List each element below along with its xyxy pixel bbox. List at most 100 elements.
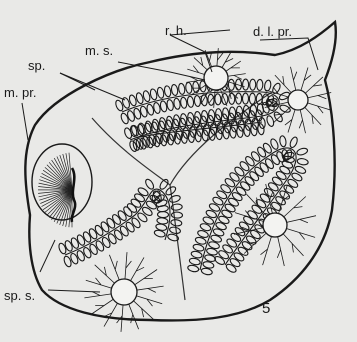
organ-lobe <box>164 85 172 97</box>
organ-lobe <box>191 250 203 259</box>
organ-lobe <box>239 180 251 192</box>
spiral-organs <box>58 79 309 276</box>
organ-lobe <box>185 82 192 94</box>
organ-lobe <box>144 178 155 190</box>
organ-lobe <box>266 115 275 127</box>
organ-lobe <box>202 261 214 269</box>
organ-lobe <box>200 116 207 128</box>
organ-lobe <box>156 87 164 99</box>
organ-lobe <box>273 111 284 123</box>
organ-lobe <box>88 243 98 256</box>
organ-lobe <box>208 94 215 105</box>
organ-lobe <box>246 209 258 220</box>
organ-lobe <box>142 90 151 102</box>
organ-lobe <box>263 187 275 198</box>
organ-lobe <box>169 226 181 234</box>
organ-lobe <box>125 221 136 233</box>
organ-lobe <box>271 176 283 187</box>
organ-lobe <box>208 202 221 212</box>
organ-lobe <box>170 219 182 226</box>
organ-lobe <box>202 130 209 142</box>
organ-lobe <box>157 211 168 217</box>
radiating-nodes <box>84 48 331 332</box>
label-d-l-pr: d. l. pr. <box>253 24 292 39</box>
organ-lobe <box>222 128 229 140</box>
organ-lobe <box>264 80 272 92</box>
organ-lobe <box>229 257 241 268</box>
organ-lobe <box>227 197 240 208</box>
organ-lobe <box>76 234 86 247</box>
organ-lobe <box>297 158 309 166</box>
organ-lobe <box>230 232 242 243</box>
organ-lobe <box>181 132 188 144</box>
organ-lobe <box>145 200 158 211</box>
node-body <box>204 66 228 90</box>
node-body <box>263 213 287 237</box>
organ-lobe <box>94 224 105 237</box>
organ-lobe <box>229 127 236 139</box>
figure-number: 5 <box>262 300 270 317</box>
label-m-s: m. s. <box>85 43 113 58</box>
organ-lobe <box>257 123 264 135</box>
organ-lobe <box>243 125 250 137</box>
organ-lobe <box>264 157 275 169</box>
organ-lobe <box>296 147 308 156</box>
organ-lobe <box>88 228 99 241</box>
organ-lobe <box>242 93 248 104</box>
organ-lobe <box>225 263 237 274</box>
organ-lobe <box>245 234 257 245</box>
node-body <box>111 279 137 305</box>
organ-lobe <box>195 131 202 143</box>
organ-lobe <box>169 194 181 203</box>
organ-lobe <box>212 228 224 238</box>
organ-lobe <box>82 246 92 259</box>
organ-lobe <box>271 82 281 95</box>
organ-lobe <box>100 221 111 234</box>
organ-lobe <box>279 165 292 176</box>
sphincter-disk <box>32 144 92 227</box>
organ-lobe <box>105 217 116 229</box>
organ-lobe <box>244 175 256 187</box>
organ-lobe <box>228 79 234 90</box>
organ-lobe <box>275 170 287 181</box>
organ-lobe <box>107 233 118 246</box>
label-m-pr: m. pr. <box>4 85 37 100</box>
node-body <box>288 90 308 110</box>
organ-lobe <box>236 93 242 104</box>
organ-lobe <box>192 81 199 93</box>
organ-lobe <box>151 122 159 134</box>
organ-lobe <box>101 236 112 249</box>
organ-lobe <box>218 215 231 225</box>
organ-lobe <box>228 171 240 183</box>
organ-lobe <box>267 181 279 192</box>
organ-lobe <box>256 146 267 158</box>
organ-lobe <box>149 88 157 100</box>
organ-lobe <box>82 231 92 244</box>
organ-lobe <box>270 153 281 165</box>
organ-lobe <box>233 251 245 262</box>
organ-lobe <box>239 160 251 172</box>
organ-lobe <box>224 203 237 214</box>
organ-lobe <box>178 83 186 95</box>
organ-lobe <box>212 196 225 207</box>
organ-lobe <box>287 178 299 189</box>
organ-lobe <box>215 189 228 200</box>
organ-lobe <box>141 206 153 217</box>
organ-lobe <box>219 183 231 194</box>
organ-lobe <box>111 213 122 225</box>
organ-lobe <box>120 112 130 124</box>
organ-lobe <box>250 79 256 90</box>
organ-lobe <box>137 124 145 136</box>
organ-lobe <box>117 209 128 221</box>
leader-lines <box>22 30 318 292</box>
organ-lobe <box>157 217 169 224</box>
organ-lobe <box>137 186 150 197</box>
organ-lobe <box>159 100 167 112</box>
organ-lobe <box>180 97 188 109</box>
organ-lobe <box>187 264 199 272</box>
organ-lobe <box>171 212 182 218</box>
organ-lobe <box>236 126 243 138</box>
organ-lobe <box>244 155 256 167</box>
